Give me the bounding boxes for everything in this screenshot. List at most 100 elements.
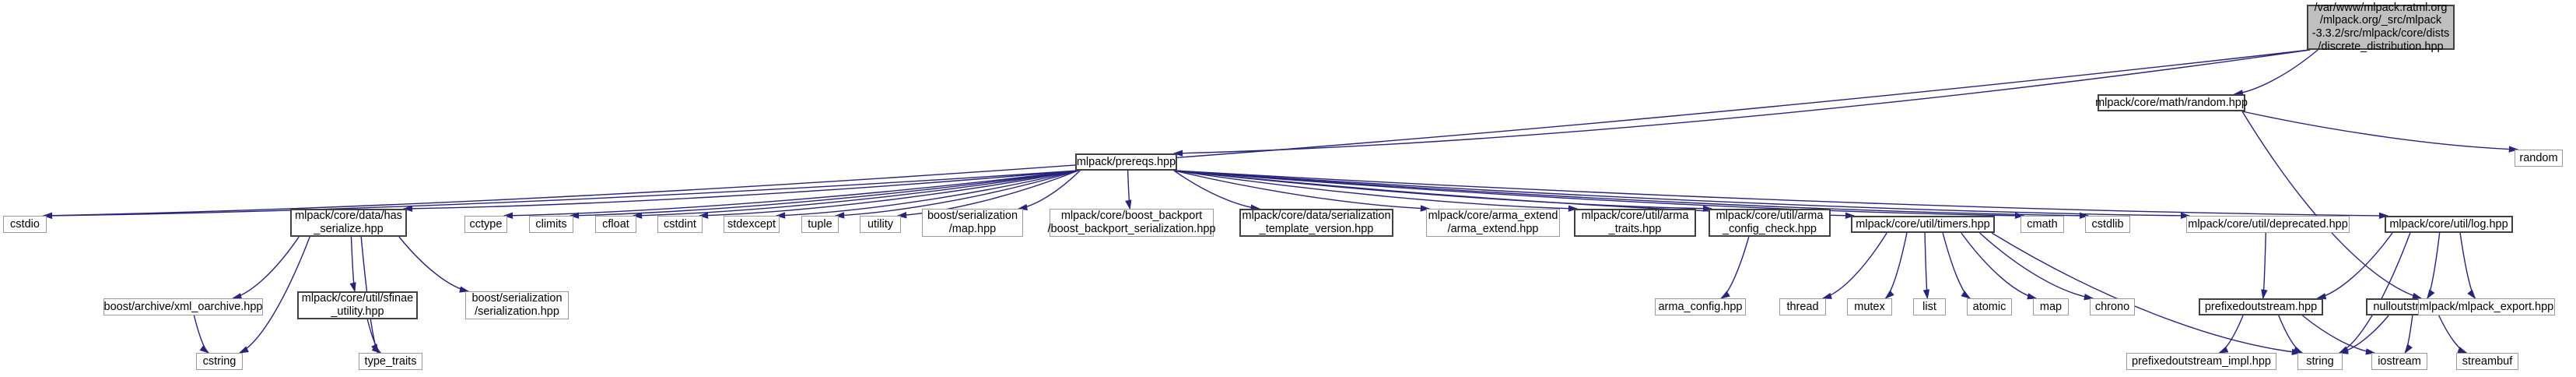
graph-node-has_serial[interactable]: mlpack/core/data/has _serialize.hpp (290, 209, 407, 237)
graph-edge-has_serial-to-sfinae (349, 236, 356, 293)
graph-node-type_traits[interactable]: type_traits (359, 353, 422, 370)
graph-node-label: mlpack/core/util/log.hpp (2389, 217, 2508, 231)
graph-edge-timers-to-chrono (1979, 232, 2094, 301)
graph-node-cstdio[interactable]: cstdio (3, 216, 47, 233)
graph-node-root[interactable]: /var/www/mlpack.ratml.org /mlpack.org/_s… (2307, 2, 2455, 53)
graph-node-label: thread (1786, 300, 1819, 313)
graph-edge-arma_cfg-to-arma_config (1720, 236, 1750, 299)
graph-edge-root-to-cstdio (42, 49, 2311, 219)
graph-node-boost_ser[interactable]: boost/serialization /serialization.hpp (465, 291, 569, 319)
graph-node-string[interactable]: string (2297, 353, 2343, 370)
graph-node-prefixout[interactable]: prefixedoutstream.hpp (2199, 298, 2323, 315)
graph-node-label: mlpack/prereqs.hpp (1076, 155, 1176, 168)
graph-node-label: arma_config.hpp (1658, 300, 1743, 313)
graph-node-cmath[interactable]: cmath (2020, 216, 2064, 233)
graph-node-list[interactable]: list (1913, 298, 1946, 315)
graph-node-prereqs[interactable]: mlpack/prereqs.hpp (1075, 153, 1177, 171)
graph-node-deprecated[interactable]: mlpack/core/util/deprecated.hpp (2186, 216, 2350, 233)
graph-edge-xml_archive-to-cstring (193, 315, 210, 354)
graph-node-stdexcept[interactable]: stdexcept (724, 216, 780, 233)
graph-node-label: cfloat (602, 217, 629, 231)
graph-node-cctype[interactable]: cctype (464, 216, 507, 233)
graph-node-tuple[interactable]: tuple (801, 216, 839, 233)
graph-edge-prereqs-to-boost_map (1017, 170, 1081, 211)
graph-edge-util_log-to-prefixout (2316, 232, 2393, 300)
graph-node-arma_traits[interactable]: mlpack/core/util/arma _traits.hpp (1574, 209, 1696, 237)
graph-node-label: mlpack/core/util/arma _traits.hpp (1581, 210, 1689, 235)
graph-node-label: boost/archive/xml_oarchive.hpp (103, 300, 263, 313)
graph-node-streambuf[interactable]: streambuf (2456, 353, 2518, 370)
graph-node-label: mlpack/core/util/sfinae _utility.hpp (301, 292, 414, 318)
graph-edge-prereqs-to-has_serial (402, 170, 1079, 213)
graph-edge-timers-to-map (1961, 232, 2038, 300)
graph-edge-timers-to-string (1991, 232, 2302, 355)
graph-node-label: mlpack/core/math/random.hpp (2095, 96, 2248, 109)
graph-node-thread[interactable]: thread (1779, 298, 1826, 315)
graph-node-cstdint[interactable]: cstdint (657, 216, 703, 233)
graph-edge-has_serial-to-boost_ser (398, 236, 470, 293)
graph-node-label: mutex (1854, 300, 1885, 313)
graph-edge-util_log-to-nullout (2427, 232, 2441, 300)
graph-node-timers[interactable]: mlpack/core/util/timers.hpp (1851, 216, 1995, 233)
graph-node-label: cstdio (10, 217, 40, 231)
graph-node-cfloat[interactable]: cfloat (595, 216, 636, 233)
graph-edge-prefixout-to-iostream (2301, 315, 2376, 355)
graph-node-label: cmath (2027, 217, 2058, 231)
graph-node-label: boost/serialization /map.hpp (927, 210, 1018, 235)
graph-node-arma_extend[interactable]: mlpack/core/arma_extend /arma_extend.hpp (1426, 209, 1560, 237)
graph-node-label: list (1922, 300, 1936, 313)
graph-node-random[interactable]: random (2515, 150, 2563, 167)
graph-edge-prefixout-to-pfx_impl (2218, 315, 2244, 354)
graph-edge-timers-to-list (1922, 232, 1930, 300)
graph-edge-prefixout-to-string (2278, 315, 2304, 354)
graph-edge-has_serial-to-xml_archive (231, 236, 300, 300)
graph-node-random_hpp[interactable]: mlpack/core/math/random.hpp (2095, 94, 2248, 111)
graph-node-atomic[interactable]: atomic (1967, 298, 2012, 315)
graph-node-map[interactable]: map (2033, 298, 2069, 315)
graph-node-ser_tmpl[interactable]: mlpack/core/data/serialization _template… (1239, 209, 1393, 237)
graph-node-label: mlpack/core/arma_extend /arma_extend.hpp (1428, 210, 1558, 235)
graph-node-xml_archive[interactable]: boost/archive/xml_oarchive.hpp (103, 298, 263, 315)
graph-node-label: chrono (2094, 300, 2130, 313)
graph-node-iostream[interactable]: iostream (2371, 353, 2427, 370)
graph-edge-random_hpp-to-random (2241, 111, 2519, 153)
graph-node-label: cstdint (664, 217, 696, 231)
graph-node-pfx_impl[interactable]: prefixedoutstream_impl.hpp (2126, 353, 2276, 370)
graph-node-label: cstdlib (2091, 217, 2124, 231)
graph-edge-sfinae-to-type_traits (366, 319, 382, 354)
graph-node-label: stdexcept (727, 217, 776, 231)
graph-node-label: streambuf (2462, 354, 2513, 368)
graph-node-label: mlpack/core/util/deprecated.hpp (2188, 217, 2348, 231)
graph-edge-timers-to-thread (1821, 232, 1887, 299)
graph-edge-nullout-to-string (2338, 315, 2389, 354)
graph-edge-prereqs-to-bb_serial (1125, 170, 1132, 210)
graph-node-bb_serial[interactable]: mlpack/core/boost_backport /boost_backpo… (1047, 209, 1216, 237)
graph-node-label: tuple (808, 217, 832, 231)
graph-node-label: atomic (1972, 300, 2006, 313)
graph-node-label: utility (867, 217, 894, 231)
graph-node-label: mlpack/core/data/serialization _template… (1242, 210, 1391, 235)
graph-node-label: boost/serialization /serialization.hpp (471, 292, 563, 318)
graph-node-label: cstring (202, 354, 237, 368)
graph-node-label: prefixedoutstream.hpp (2204, 300, 2318, 313)
graph-node-label: mlpack/core/util/timers.hpp (1856, 217, 1990, 231)
graph-edge-nullout-to-streambuf (2438, 315, 2468, 354)
graph-node-boost_map[interactable]: boost/serialization /map.hpp (922, 209, 1023, 237)
graph-node-util_log[interactable]: mlpack/core/util/log.hpp (2385, 216, 2513, 233)
graph-node-climits[interactable]: climits (529, 216, 573, 233)
graph-node-cstring[interactable]: cstring (196, 353, 243, 370)
graph-node-cstdlib[interactable]: cstdlib (2085, 216, 2130, 233)
graph-node-label: mlpack/mlpack_export.hpp (2419, 300, 2554, 313)
graph-edge-root-to-random_hpp (2233, 49, 2318, 97)
graph-edge-prereqs-to-arma_extend (1173, 170, 1431, 212)
graph-node-label: mlpack/core/boost_backport /boost_backpo… (1047, 210, 1216, 235)
graph-node-arma_config[interactable]: arma_config.hpp (1655, 298, 1746, 315)
graph-node-chrono[interactable]: chrono (2090, 298, 2135, 315)
graph-node-mutex[interactable]: mutex (1847, 298, 1892, 315)
graph-node-mlpack_exp[interactable]: mlpack/mlpack_export.hpp (2418, 298, 2555, 315)
graph-node-arma_cfg[interactable]: mlpack/core/util/arma _config_check.hpp (1709, 209, 1831, 237)
graph-node-sfinae[interactable]: mlpack/core/util/sfinae _utility.hpp (297, 291, 418, 319)
graph-node-utility[interactable]: utility (860, 216, 901, 233)
